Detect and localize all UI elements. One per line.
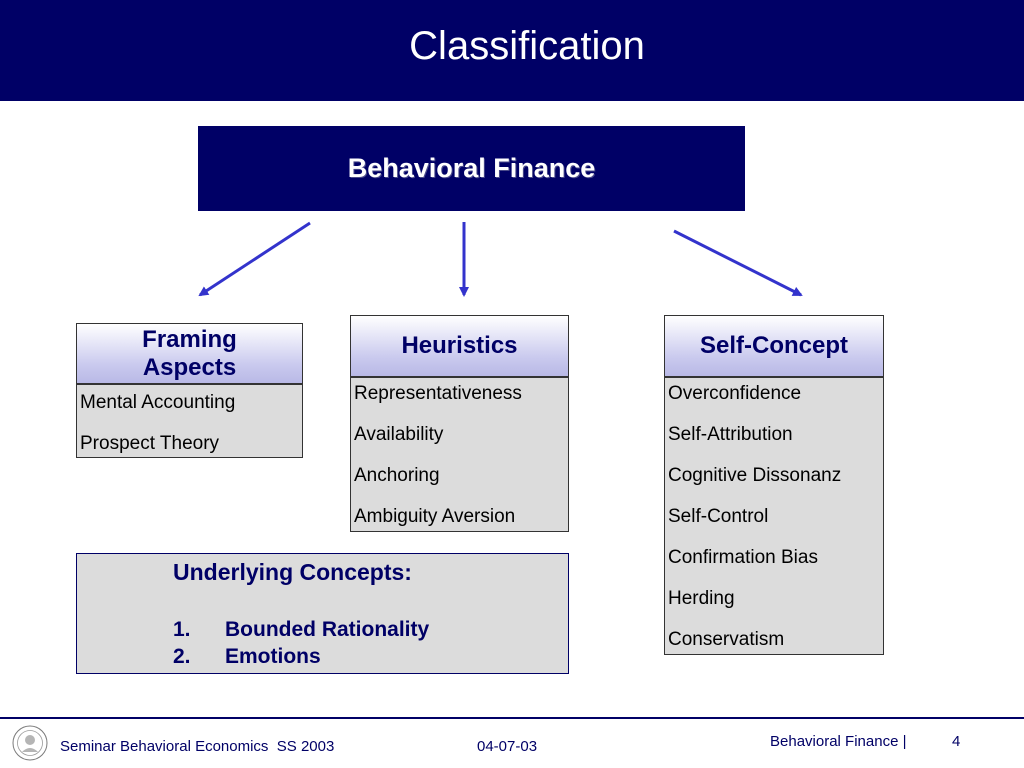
list-item: Representativeness bbox=[354, 383, 522, 404]
footer-seminar: Seminar Behavioral Economics SS 2003 bbox=[60, 738, 335, 755]
slide-header: Classification bbox=[0, 0, 1024, 101]
list-number: 2. bbox=[173, 645, 191, 668]
list-item: Mental Accounting bbox=[80, 392, 236, 413]
list-text: Emotions bbox=[225, 645, 321, 668]
underlying-concepts-title: Underlying Concepts: bbox=[173, 559, 412, 585]
category-title: Self-Concept bbox=[665, 316, 883, 378]
list-text: Bounded Rationality bbox=[225, 618, 430, 641]
category-title: Framing Aspects bbox=[77, 324, 302, 385]
list-item: Ambiguity Aversion bbox=[354, 506, 516, 527]
list-item: Availability bbox=[354, 424, 444, 445]
footer-divider bbox=[0, 717, 1024, 719]
category-title: Heuristics bbox=[351, 316, 568, 378]
list-item: Self-Attribution bbox=[668, 424, 793, 445]
list-item: Conservatism bbox=[668, 629, 785, 650]
category-items: Mental Accounting Prospect Theory bbox=[80, 386, 300, 468]
page-number: 4 bbox=[952, 733, 961, 750]
footer-date: 04-07-03 bbox=[477, 738, 538, 755]
root-node: Behavioral Finance bbox=[197, 125, 746, 212]
category-self-concept: Self-Concept Overconfidence Self-Attribu… bbox=[664, 315, 884, 655]
list-item: Cognitive Dissonanz bbox=[668, 465, 842, 486]
arrow-to-framing bbox=[198, 221, 311, 297]
category-heuristics: Heuristics Representativeness Availabili… bbox=[350, 315, 569, 532]
footer-topic: Behavioral Finance | bbox=[770, 733, 907, 750]
list-item: Confirmation Bias bbox=[668, 547, 818, 568]
list-item: 1. Bounded Rationality bbox=[173, 616, 429, 643]
category-framing-aspects: Framing Aspects Mental Accounting Prospe… bbox=[76, 323, 303, 458]
list-number: 1. bbox=[173, 618, 191, 641]
underlying-concepts-box: Underlying Concepts: 1. Bounded Rationali… bbox=[76, 553, 569, 674]
slide-title: Classification bbox=[409, 24, 645, 68]
list-item: 2. Emotions bbox=[173, 643, 429, 670]
underlying-concepts-list: 1. Bounded Rationality 2. Emotions bbox=[173, 616, 429, 670]
arrow-to-self-concept bbox=[673, 229, 803, 297]
list-item: Anchoring bbox=[354, 465, 440, 486]
root-node-label: Behavioral Finance bbox=[347, 153, 596, 183]
category-items: Representativeness Availability Anchorin… bbox=[354, 377, 566, 541]
list-item: Prospect Theory bbox=[80, 433, 220, 454]
category-items: Overconfidence Self-Attribution Cognitiv… bbox=[668, 377, 881, 664]
list-item: Overconfidence bbox=[668, 383, 802, 404]
list-item: Self-Control bbox=[668, 506, 769, 527]
university-seal-icon bbox=[12, 725, 48, 761]
list-item: Herding bbox=[668, 588, 735, 609]
